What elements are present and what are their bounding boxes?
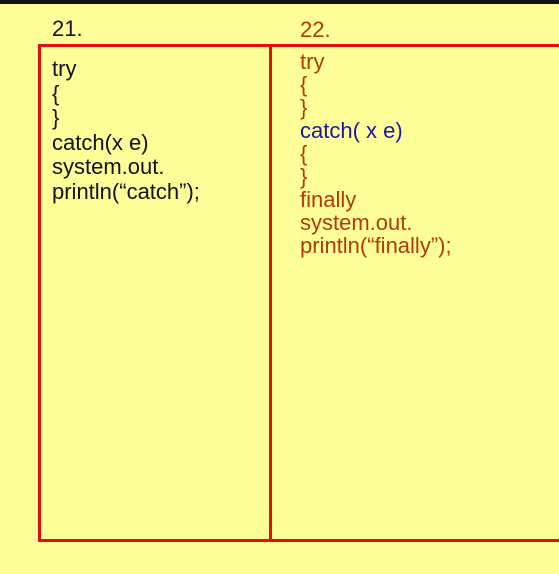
code-line: system.out.: [300, 210, 413, 235]
code-line: try: [300, 49, 325, 74]
question-number-21: 21.: [52, 16, 83, 41]
right-code-block: try { } catch( x e) { } finally system.o…: [300, 50, 452, 257]
right-code-box: [269, 44, 559, 542]
code-line: }: [300, 95, 308, 120]
code-line: }: [52, 105, 60, 130]
code-line: println(“finally”);: [300, 233, 452, 258]
code-line: {: [300, 72, 308, 97]
code-line: system.out.: [52, 154, 165, 179]
question-number-22: 22.: [300, 17, 331, 42]
code-line: try: [52, 56, 77, 81]
top-edge-bar: [0, 0, 559, 4]
code-line: }: [300, 164, 308, 189]
code-line: {: [300, 141, 308, 166]
code-line: {: [52, 80, 60, 106]
code-line-finally: finally: [300, 187, 357, 212]
code-line-catch: catch( x e): [300, 118, 403, 143]
code-line: println(“catch”);: [52, 178, 200, 204]
code-line: catch(x e): [52, 129, 149, 155]
left-code-block: try { } catch(x e) system.out. println(“…: [52, 56, 200, 204]
